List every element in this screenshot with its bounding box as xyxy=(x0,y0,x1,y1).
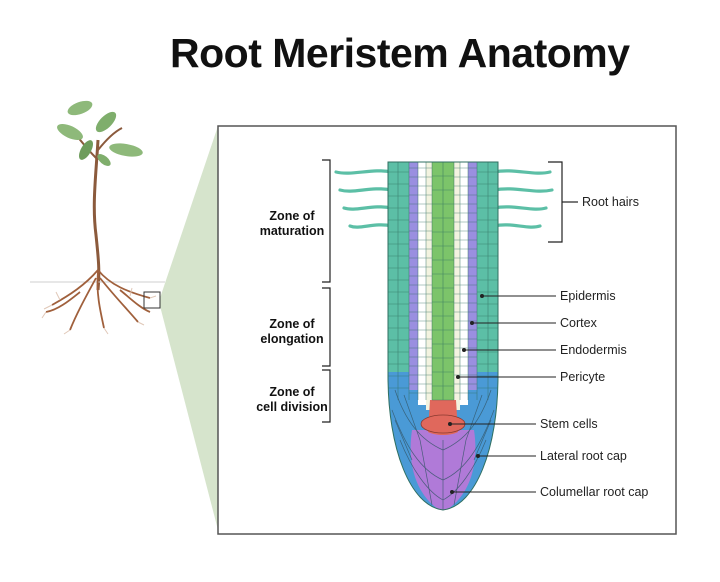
label-epidermis: Epidermis xyxy=(560,289,616,303)
label-columellar-root-cap: Columellar root cap xyxy=(540,485,648,499)
label-pericyte: Pericyte xyxy=(560,370,605,384)
svg-text:cell division: cell division xyxy=(256,400,328,414)
page-title: Root Meristem Anatomy xyxy=(170,30,630,76)
root-tip xyxy=(388,162,498,510)
zone-brackets xyxy=(322,159,578,423)
label-endodermis: Endodermis xyxy=(560,343,627,357)
zoom-wedge xyxy=(160,126,218,530)
zone-division-label: Zone of cell division xyxy=(256,385,328,414)
svg-text:Zone of: Zone of xyxy=(269,317,315,331)
svg-text:Zone of: Zone of xyxy=(269,209,315,223)
plant-illustration xyxy=(30,100,165,335)
svg-text:Zone of: Zone of xyxy=(269,385,315,399)
label-stem-cells: Stem cells xyxy=(540,417,598,431)
label-lateral-root-cap: Lateral root cap xyxy=(540,449,627,463)
leader-lines xyxy=(450,295,556,493)
zone-maturation-label: Zone of maturation xyxy=(260,209,325,238)
zone-elongation-label: Zone of elongation xyxy=(260,317,323,346)
root-hairs xyxy=(334,169,554,229)
svg-text:elongation: elongation xyxy=(260,332,323,346)
svg-text:maturation: maturation xyxy=(260,224,325,238)
label-cortex: Cortex xyxy=(560,316,598,330)
label-root-hairs: Root hairs xyxy=(582,195,639,209)
